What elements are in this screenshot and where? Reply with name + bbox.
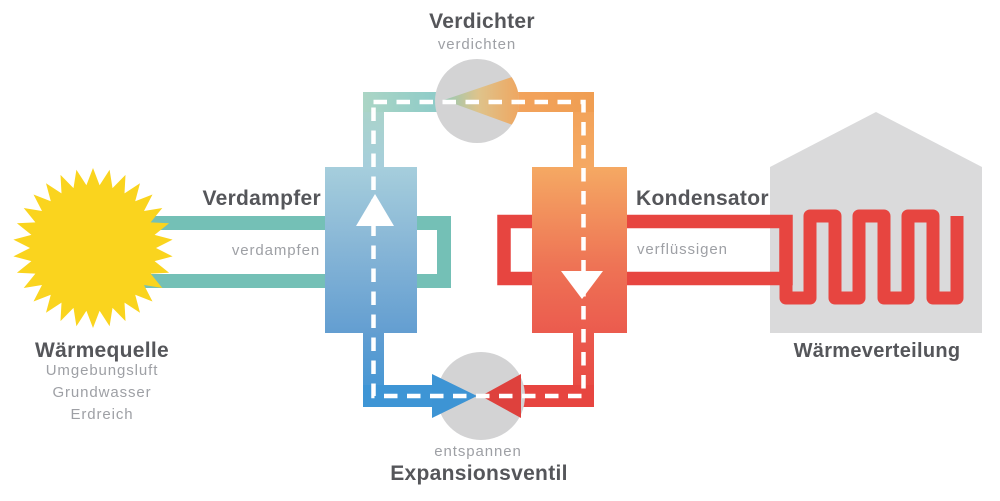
- compressor-process: verdichten: [437, 36, 517, 53]
- heat-source-option-3: Erdreich: [70, 406, 134, 423]
- heat-source-option-2: Grundwasser: [52, 384, 152, 401]
- evaporator-title: Verdampfer: [202, 187, 321, 210]
- heat-source-option-1: Umgebungsluft: [45, 362, 159, 379]
- refrigerant-flow-dashes: [371, 99, 586, 399]
- expansion-valve-process: entspannen: [434, 443, 522, 460]
- radiator-coil: [779, 209, 964, 305]
- compressor-cone-icon: [444, 74, 519, 128]
- heat-source-title: Wärmequelle: [34, 339, 170, 362]
- condenser-down-arrow-icon: [561, 271, 603, 299]
- condenser-title: Kondensator: [636, 187, 769, 210]
- expansion-valve-title: Expansionsventil: [390, 462, 568, 485]
- heat-distribution-title: Wärmeverteilung: [793, 340, 961, 362]
- condenser-process: verflüssigen: [637, 241, 728, 258]
- evaporator-block: [325, 167, 417, 333]
- condenser-block: [532, 167, 627, 333]
- compressor-title: Verdichter: [429, 10, 535, 33]
- evaporator-process: verdampfen: [231, 242, 321, 259]
- sun-icon: [13, 168, 173, 328]
- evaporator-up-arrow-icon: [356, 194, 394, 226]
